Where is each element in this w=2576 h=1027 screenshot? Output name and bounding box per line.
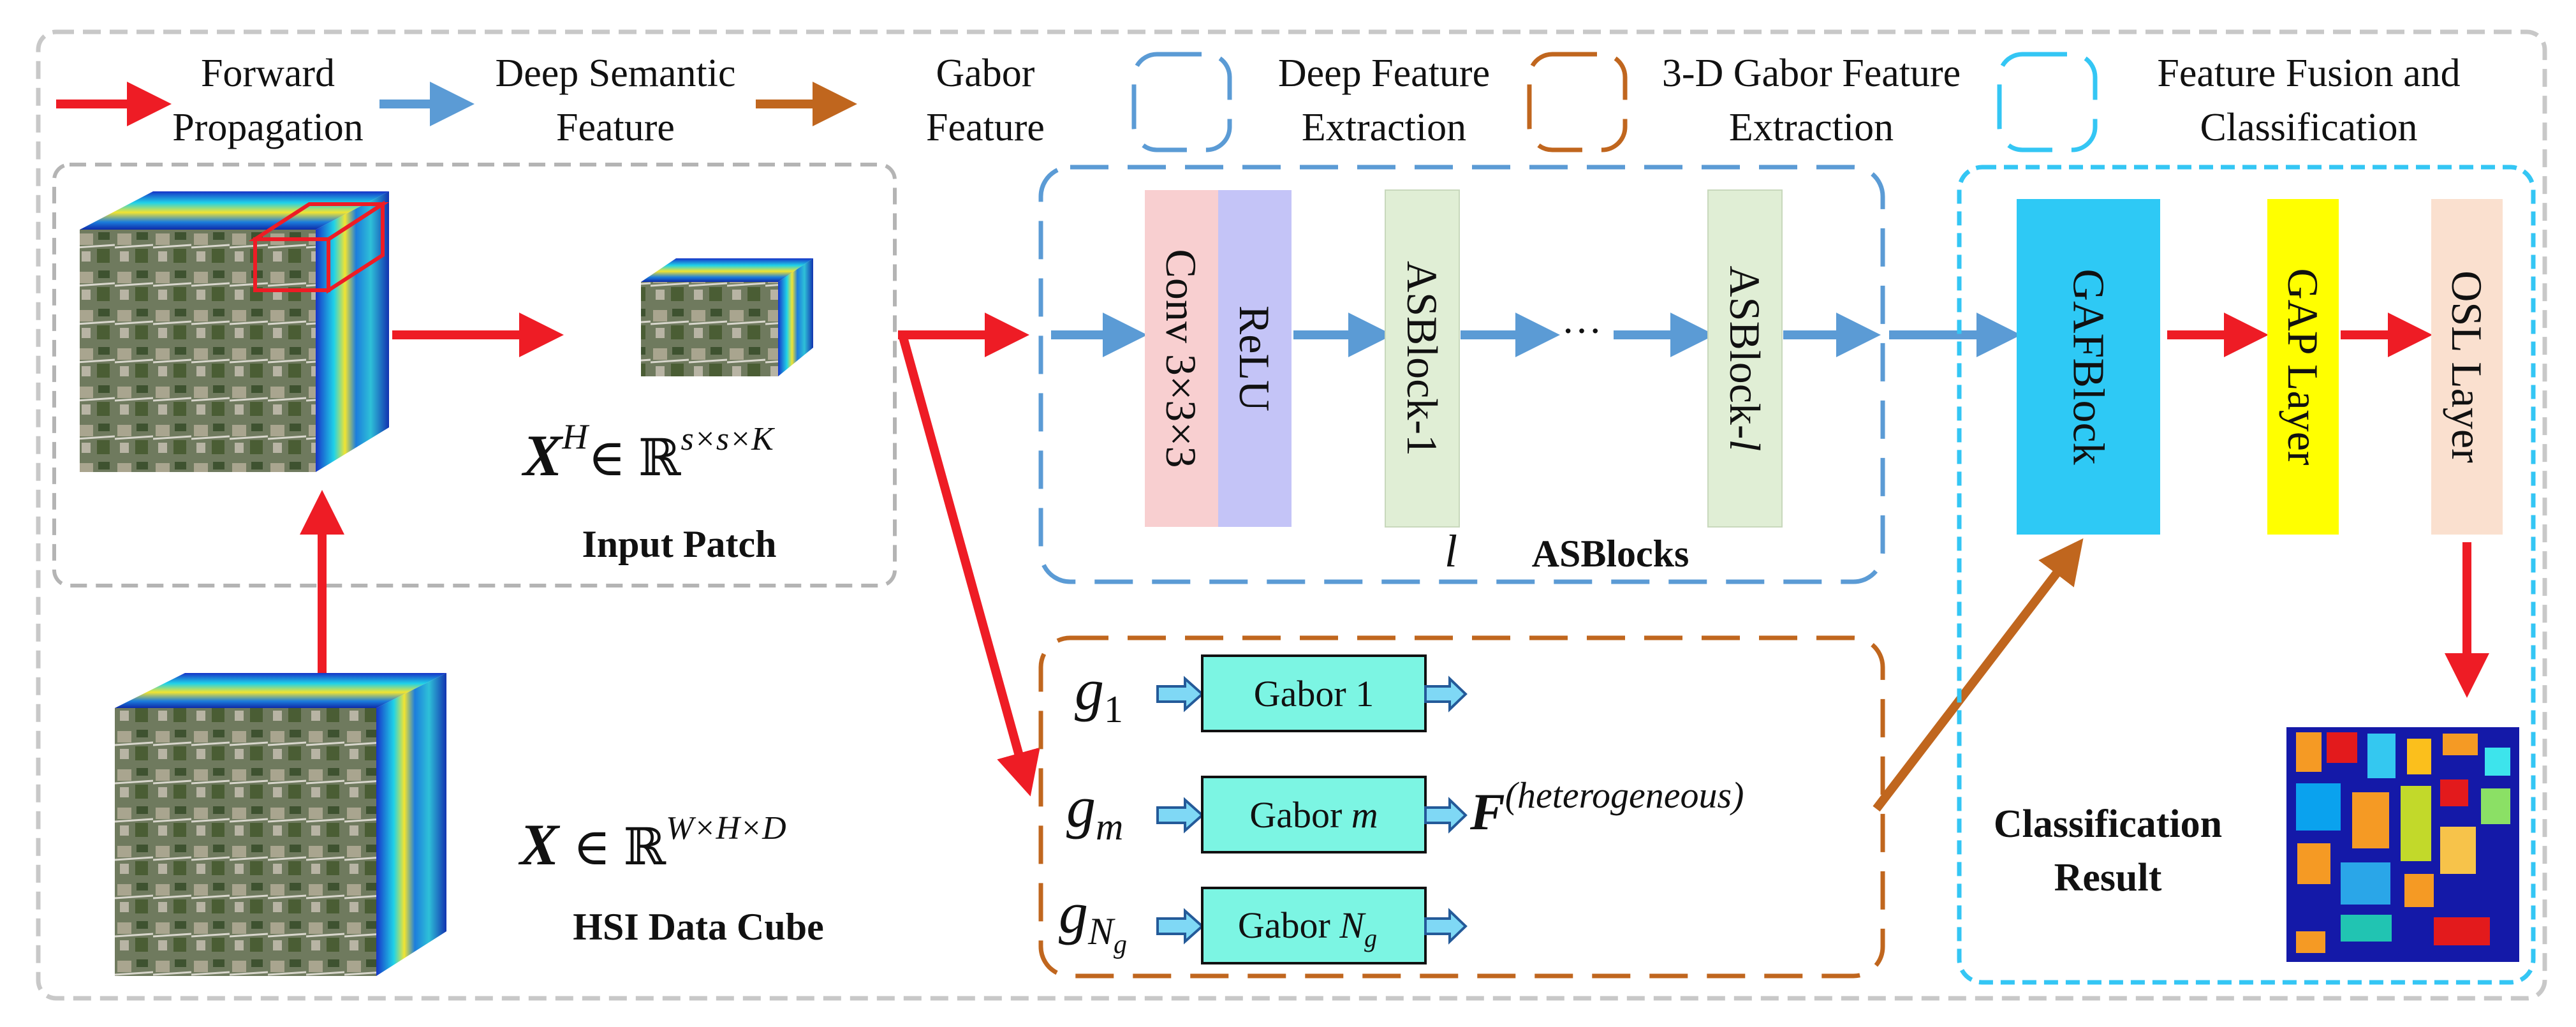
gn-label: gNg [1059,880,1127,959]
asblock-ellipsis: ··· [1561,308,1602,353]
fusion-panel [1957,165,2536,985]
deep-extraction-panel [1038,165,1885,584]
gafblock-label: GAFBlock [2064,269,2113,464]
gn-arrow [1156,908,1205,945]
input-patch-cube [641,258,813,376]
relu-block [1218,190,1292,527]
asblock-l-label: ASBlock-l [1721,266,1769,452]
asblock-1 [1385,189,1460,528]
gabor-row-n: gNg Gabor Ng [1059,880,1468,964]
asblock-1-label: ASBlock-1 [1398,261,1446,456]
conv-label: Conv 3×3×3 [1157,249,1205,468]
legend-forward-label-1: Forward [201,52,335,95]
legend-fusion-box [1997,52,2098,152]
legend-deep-box [1131,52,1232,152]
g1-label: g1 [1075,657,1123,730]
legend-deep-extraction-label-1: Deep Feature [1278,52,1490,95]
asblock-count-var: l [1445,526,1457,577]
gm-arrow [1156,797,1205,834]
gm-label: gm [1066,774,1123,848]
relu-label: ReLU [1230,306,1279,411]
gabor-m-label: Gabor m [1249,794,1378,836]
legend-fusion-label-1: Feature Fusion and [2157,52,2460,95]
legend-gabor-extraction-label-2: Extraction [1729,106,1894,149]
gap-layer [2267,199,2339,535]
hsi-cube-top [80,191,390,472]
classification-result-label-1: Classification [1994,802,2222,846]
cube-formula: X∈ ℝW×H×D [518,810,786,877]
legend-deep-semantic-label-2: Feature [556,106,675,149]
legend-gabor-extraction-label-1: 3-D Gabor Feature [1662,52,1961,95]
gabor-row-m: gm Gabor m F(heterogeneous) [1066,774,1744,853]
g1-arrow [1156,676,1205,713]
patch-formula: XH∈ ℝs×s×K [521,417,775,488]
gabor-n-out-arrow [1424,908,1468,945]
legend-deep-semantic-label-1: Deep Semantic [495,52,735,95]
outer-frame [36,29,2547,1001]
hsi-data-cube [115,673,446,976]
gabor-row-1: g1 Gabor 1 [1075,654,1468,732]
input-patch-label: Input Patch [582,523,776,565]
legend-deep-extraction-label-2: Extraction [1302,106,1466,149]
legend-forward-label-2: Propagation [172,106,364,149]
gabor-n-box [1201,887,1427,964]
hsi-data-cube-label: HSI Data Cube [573,906,823,948]
gafblock [2017,199,2160,535]
legend: Forward Propagation Deep Semantic Featur… [56,52,2461,152]
patch-to-gabor-arrow [898,334,1040,797]
gabor-1-out-arrow [1424,676,1468,713]
legend-gabor-box [1527,52,1628,152]
gap-layer-label: GAP Layer [2279,268,2327,465]
heterogeneous-feature-label: F(heterogeneous) [1469,774,1744,841]
asblock-count-label: ASBlocks [1532,533,1689,575]
classification-result-label-2: Result [2054,856,2162,899]
gabor-to-gafblock-arrow [1873,538,2084,812]
gabor-1-label: Gabor 1 [1254,673,1374,714]
legend-fusion-label-2: Classification [2200,106,2418,149]
asblock-l [1707,189,1783,528]
conv-block [1145,190,1218,527]
osl-layer-label: OSL Layer [2443,270,2491,463]
gabor-m-out-arrow [1424,797,1468,834]
gabor-n-label: Gabor Ng [1238,905,1377,952]
legend-gabor-label-2: Feature [926,106,1045,149]
input-patch-panel [52,163,897,587]
classification-map [2286,727,2519,962]
gabor-1-box [1201,654,1427,732]
osl-layer [2431,199,2503,535]
legend-gabor-label-1: Gabor [936,52,1035,95]
